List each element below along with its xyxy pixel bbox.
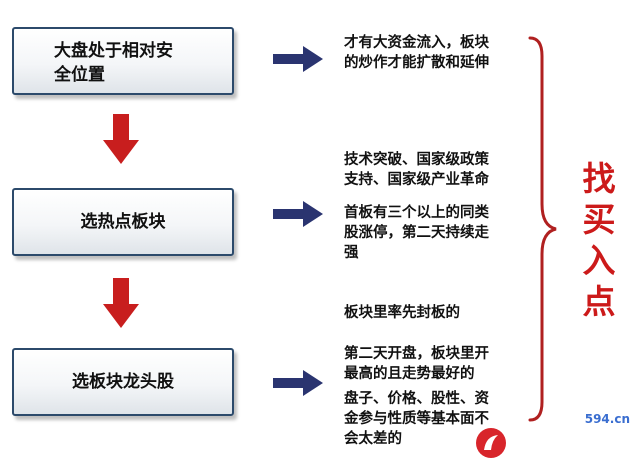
brand-logo-icon xyxy=(476,428,506,458)
arrow-down-icon xyxy=(103,114,139,164)
note-first-board: 首板有三个以上的同类 股涨停，第二天持续走 强 xyxy=(344,205,489,261)
arrow-down-icon xyxy=(103,278,139,328)
arrow-right-icon xyxy=(273,201,323,227)
note-highest-open: 第二天开盘，板块里开 最高的且走势最好的 xyxy=(344,346,489,382)
curly-brace-icon xyxy=(528,36,557,422)
step-box-market-position: 大盘处于相对安 全位置 xyxy=(12,27,234,95)
side-label-char: 点 xyxy=(582,282,616,321)
step-2-label: 选热点板块 xyxy=(80,212,166,232)
arrow-right-icon xyxy=(273,46,323,72)
side-label-char: 找 xyxy=(582,159,616,198)
note-first-to-seal: 板块里率先封板的 xyxy=(344,305,460,321)
step-1-line-1: 大盘处于相对安 xyxy=(54,41,173,61)
note-policy-support: 技术突破、国家级政策 支持、国家级产业革命 xyxy=(344,152,489,188)
arrow-right-icon xyxy=(273,370,323,396)
watermark: 原就是股神 594.cn xyxy=(450,408,634,466)
watermark-site-number: 594.cn xyxy=(584,412,630,426)
side-label-char: 入 xyxy=(582,241,616,280)
step-box-leading-stock: 选板块龙头股 xyxy=(12,348,234,416)
find-buy-point-label: 找 买 入 点 xyxy=(575,158,623,322)
watermark-brand-text: 原就是股神 xyxy=(510,430,611,455)
step-1-line-2: 全位置 xyxy=(54,65,105,85)
step-box-hot-sector: 选热点板块 xyxy=(12,188,234,256)
side-label-char: 买 xyxy=(582,200,616,239)
note-fundamentals: 盘子、价格、股性、资 金参与性质等基本面不 会太差的 xyxy=(344,391,489,447)
note-capital-inflow: 才有大资金流入，板块 的炒作才能扩散和延伸 xyxy=(344,35,489,71)
step-3-label: 选板块龙头股 xyxy=(72,372,174,392)
